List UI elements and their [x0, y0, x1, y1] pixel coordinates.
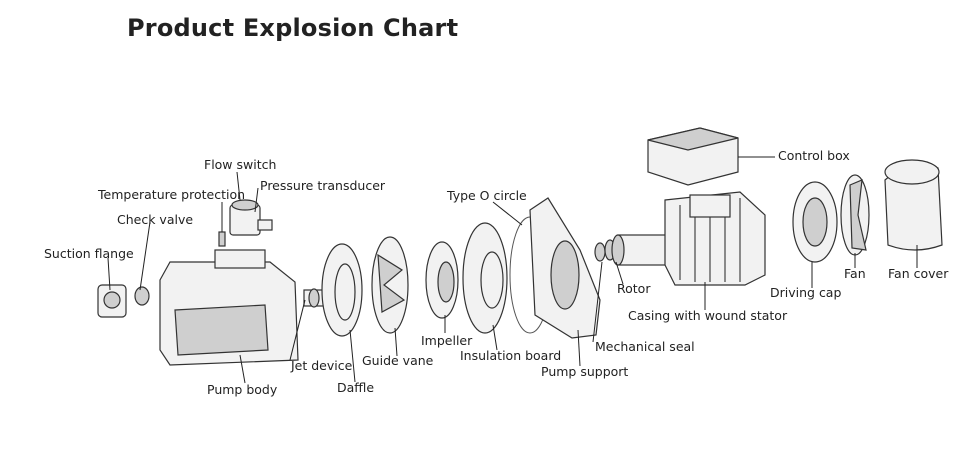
label-daffle: Daffle [337, 380, 375, 395]
label-type-o-circle: Type O circle [447, 188, 527, 203]
label-pump-support: Pump support [541, 364, 629, 379]
label-driving-cap: Driving cap [770, 285, 842, 300]
label-pump-body: Pump body [207, 382, 278, 397]
label-control-box: Control box [778, 148, 850, 163]
label-temperature-protection: Temperature protection [98, 187, 246, 202]
leader-lines [107, 156, 918, 384]
label-impeller: Impeller [421, 333, 473, 348]
pump-body-part [159, 249, 299, 366]
casing-stator-part [664, 191, 766, 286]
label-fan: Fan [844, 266, 866, 281]
fan-part [840, 174, 870, 256]
pump-support-part [529, 197, 601, 339]
temperature-protection-part [218, 231, 226, 247]
page-title: Product Explosion Chart [127, 14, 459, 42]
check-valve-part [134, 286, 150, 306]
fan-cover-part [884, 159, 943, 251]
label-fan-cover: Fan cover [888, 266, 949, 281]
label-rotor: Rotor [617, 281, 651, 296]
driving-cap-part [792, 181, 838, 263]
label-mechanical-seal: Mechanical seal [595, 339, 695, 354]
label-casing-with-wound-stator: Casing with wound stator [628, 308, 788, 323]
insulation-board-part [462, 222, 508, 334]
label-insulation-board: Insulation board [460, 348, 562, 363]
label-flow-switch: Flow switch [204, 157, 277, 172]
guide-vane-part [371, 236, 409, 334]
flow-switch-part [229, 199, 273, 236]
impeller-part [425, 241, 459, 319]
label-guide-vane: Guide vane [362, 353, 434, 368]
daffle-part [321, 243, 363, 337]
control-box-part [647, 127, 739, 186]
label-check-valve: Check valve [117, 212, 194, 227]
label-jet-device: Jet device [291, 358, 353, 373]
suction-flange-part [97, 284, 127, 318]
label-suction-flange: Suction flange [44, 246, 134, 261]
jet-device-part [303, 288, 327, 308]
rotor-part [611, 234, 669, 266]
label-pressure-transducer: Pressure transducer [260, 178, 386, 193]
